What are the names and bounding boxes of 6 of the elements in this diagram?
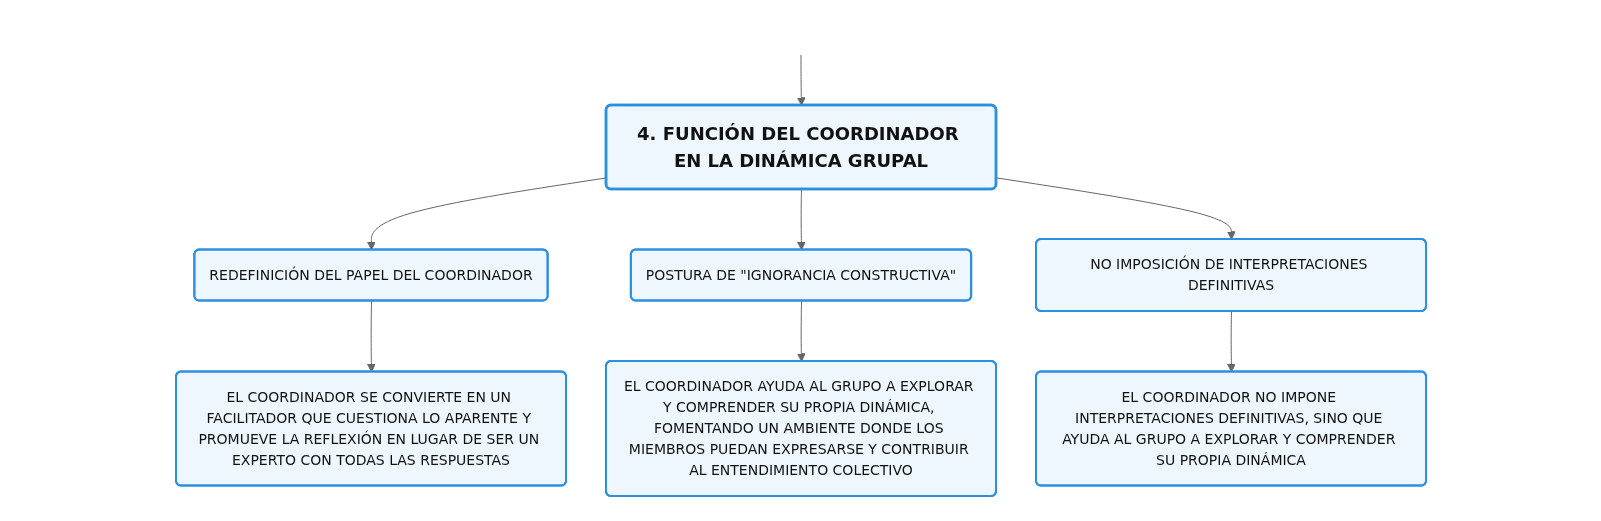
arrow: [995, 177, 1236, 240]
arrow: [366, 300, 376, 373]
arrow: [796, 54, 806, 106]
arrow: [1226, 311, 1236, 373]
arrow: [796, 300, 806, 362]
arrow: [796, 189, 806, 251]
